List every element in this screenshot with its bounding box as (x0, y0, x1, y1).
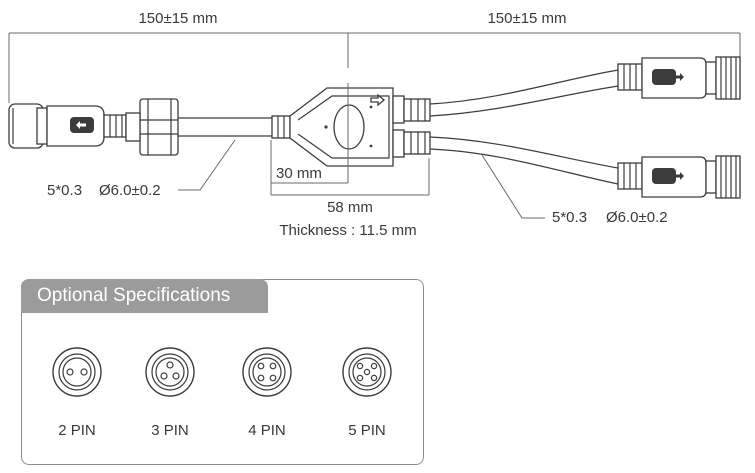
left-length-label: 150±15 mm (138, 10, 217, 27)
left-cable-cores: 5*0.3 (47, 182, 82, 199)
right-cables (429, 69, 619, 185)
optional-specs-title: Optional Specifications (21, 279, 268, 313)
leader-lines (178, 139, 545, 219)
right-connector-bottom (617, 155, 741, 199)
3-pin-connector-icon (145, 347, 195, 397)
pin-option-3: 3 PIN (130, 346, 210, 439)
right-cable-cores: 5*0.3 (552, 209, 587, 226)
4-pin-connector-icon (242, 347, 292, 397)
pin-option-5: 5 PIN (327, 346, 407, 439)
left-connector (8, 98, 179, 156)
pin-option-4: 4 PIN (227, 346, 307, 439)
splitter-height-label: 30 mm (276, 165, 322, 182)
pin-label: 5 PIN (348, 422, 386, 439)
pin-label: 3 PIN (151, 422, 189, 439)
left-cable-diameter: Ø6.0±0.2 (99, 182, 161, 199)
pin-option-2: 2 PIN (37, 346, 117, 439)
right-length-label: 150±15 mm (487, 10, 566, 27)
2-pin-connector-icon (52, 347, 102, 397)
5-pin-connector-icon (342, 347, 392, 397)
right-connector-top (617, 56, 741, 100)
thickness-label: Thickness : 11.5 mm (279, 222, 416, 239)
splitter-body (271, 87, 431, 167)
splitter-width-label: 58 mm (327, 199, 373, 216)
splitter-dimension-lines (270, 83, 430, 196)
pin-label: 2 PIN (58, 422, 96, 439)
pin-label: 4 PIN (248, 422, 286, 439)
left-cable (178, 117, 272, 137)
right-cable-diameter: Ø6.0±0.2 (606, 209, 668, 226)
